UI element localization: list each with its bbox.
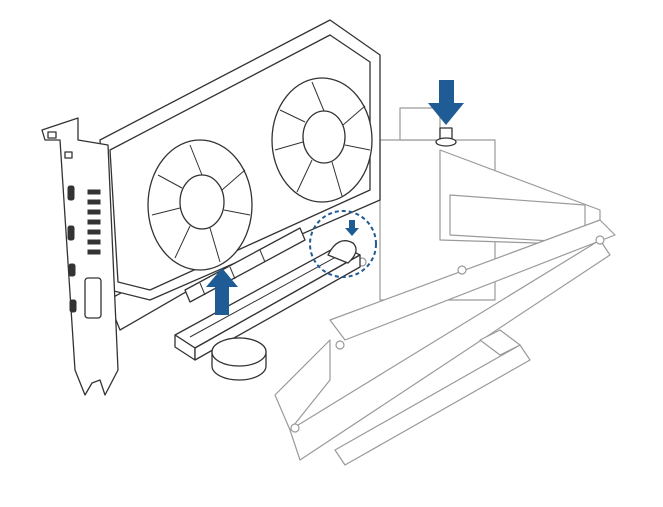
latch-callout-icon [309, 210, 377, 278]
pcie-slot [174, 244, 361, 361]
fan-right [271, 77, 373, 203]
standoff-screw [435, 127, 457, 147]
cmos-battery [211, 337, 267, 381]
fan-left [147, 139, 253, 271]
riser-bracket [274, 107, 616, 466]
io-bracket [41, 117, 119, 396]
insert-arrow-up-icon [206, 268, 238, 315]
graphics-card [99, 19, 381, 331]
press-arrow-down-icon [428, 80, 464, 125]
display-ports [67, 185, 102, 319]
